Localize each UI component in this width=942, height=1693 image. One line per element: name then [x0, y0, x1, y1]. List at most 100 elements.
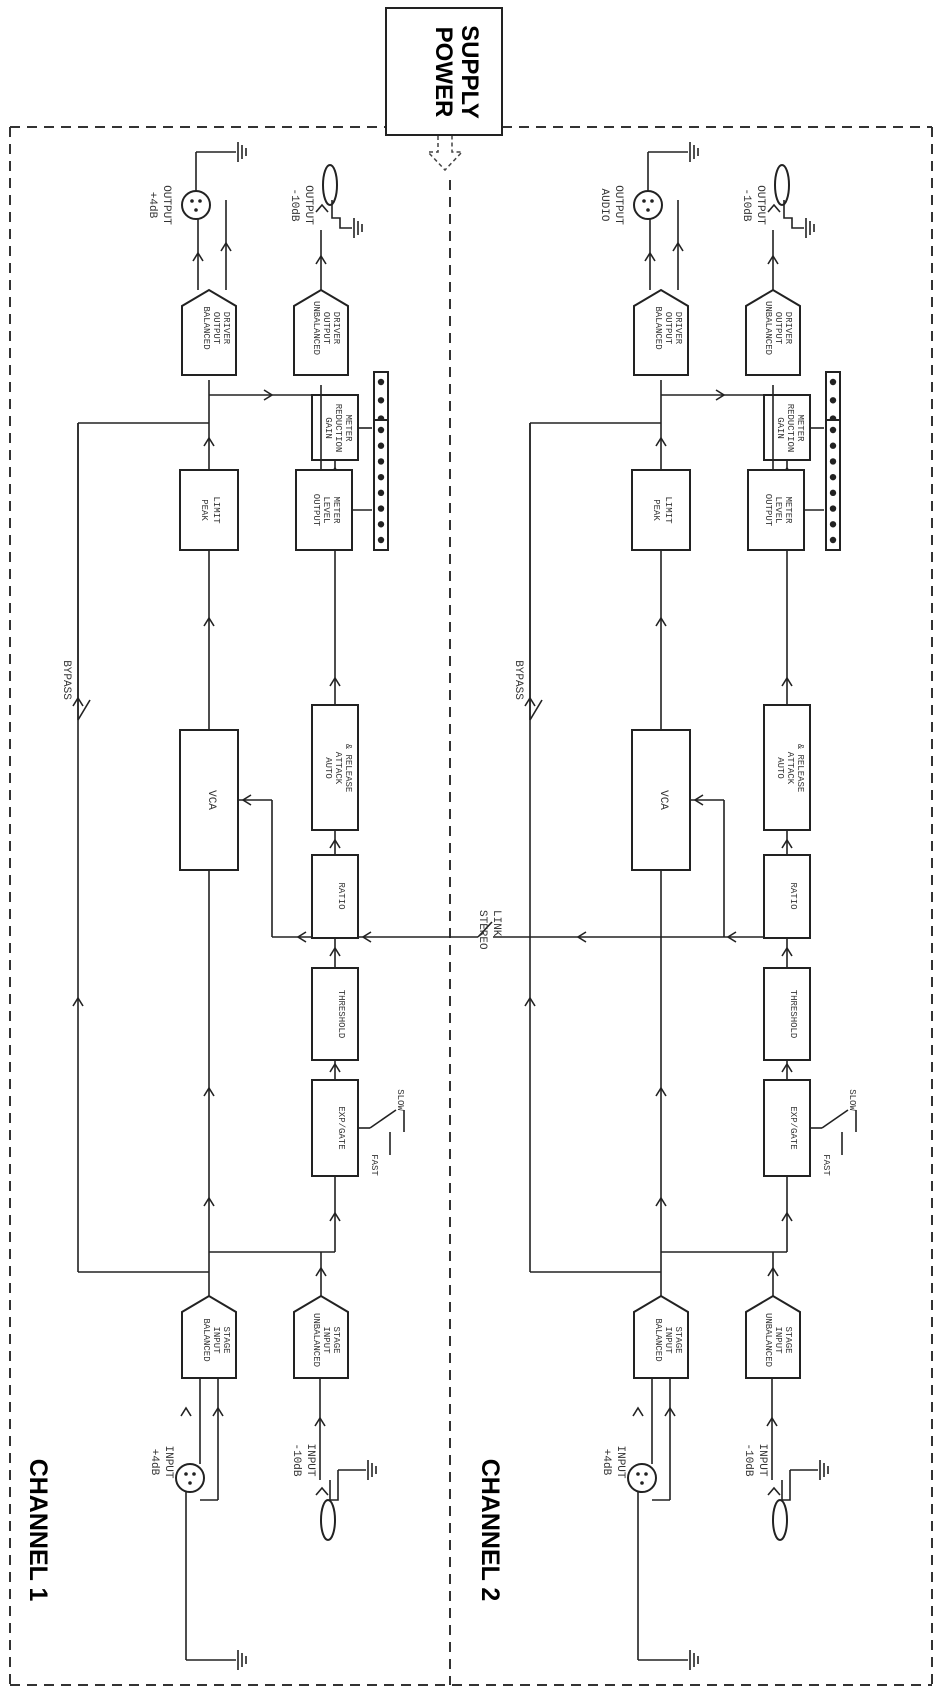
input-unbal-label: INPUT	[756, 1443, 768, 1476]
led-icon	[829, 442, 837, 449]
led-icon	[377, 473, 385, 481]
bypass-label: BYPASS	[60, 660, 72, 700]
unbal-out-label: OUTPUT	[321, 312, 331, 345]
ratio-box	[763, 854, 811, 939]
unbal-out-label: DRIVER	[783, 312, 793, 345]
channel-title: CHANNEL 1	[24, 1459, 52, 1602]
bal-input-label: BALANCED	[653, 1318, 663, 1361]
led-icon	[829, 397, 837, 404]
out-meter-label: METER	[331, 496, 341, 524]
bal-input-label: STAGE	[673, 1326, 683, 1353]
output-level-meter-box	[295, 469, 353, 551]
threshold-box	[763, 967, 811, 1061]
ratio-box	[311, 854, 359, 939]
output-unbal-label: OUTPUT	[302, 185, 314, 225]
threshold-label: THRESHOLD	[336, 990, 346, 1039]
bal-out-label: BALANCED	[653, 306, 663, 349]
led-icon	[377, 378, 385, 386]
auto-label: ATTACK	[785, 752, 795, 785]
unbalanced-input-stage	[293, 1294, 349, 1379]
out-meter-label: LEVEL	[773, 496, 783, 523]
output-unbal-label: -10dB	[740, 188, 752, 221]
peak-label: LIMIT	[663, 496, 673, 524]
output-level-led-meter	[825, 419, 841, 551]
jack-contact-icon	[315, 200, 352, 229]
input-unbal-label: -10dB	[742, 1443, 754, 1476]
led-icon	[377, 442, 385, 449]
stereo-link-label-2: LINK	[490, 910, 502, 937]
peak-limit-box	[631, 469, 691, 551]
output-bal-label: OUTPUT	[612, 185, 624, 225]
unbal-out-label: UNBALANCED	[311, 301, 321, 355]
auto-label: ATTACK	[333, 752, 343, 785]
jack-contact-icon	[767, 200, 804, 229]
ground-icon	[367, 1460, 377, 1480]
led-icon	[829, 426, 837, 434]
slow-label: SLOW	[395, 1089, 405, 1111]
led-icon	[377, 397, 385, 404]
fast-label: FAST	[369, 1154, 379, 1176]
bypass-label: BYPASS	[512, 660, 524, 700]
gain-meter-label: METER	[343, 414, 353, 442]
peak-label: PEAK	[199, 499, 209, 521]
led-icon	[377, 536, 385, 544]
led-icon	[377, 505, 385, 512]
slow-label: SLOW	[847, 1089, 857, 1111]
xlr-input-icon	[627, 1463, 657, 1493]
led-icon	[377, 489, 385, 497]
gain-meter-label: REDUCTION	[333, 404, 343, 453]
bal-input-label: BALANCED	[201, 1318, 211, 1361]
unbal-input-label: STAGE	[783, 1326, 793, 1353]
threshold-label: THRESHOLD	[788, 990, 798, 1039]
output-unbal-label: OUTPUT	[754, 185, 766, 225]
led-icon	[829, 536, 837, 544]
bal-out-label: OUTPUT	[663, 312, 673, 345]
unbal-input-label: UNBALANCED	[763, 1313, 773, 1367]
output-bal-label: OUTPUT	[160, 185, 172, 225]
ground-icon	[689, 142, 699, 162]
gain-meter-label: GAIN	[775, 417, 785, 439]
peak-label: PEAK	[651, 499, 661, 521]
jack-output-icon	[322, 164, 338, 206]
peak-limit-box	[179, 469, 239, 551]
jack-input-icon	[772, 1499, 788, 1541]
ground-icon	[237, 142, 247, 162]
input-bal-label: +4dB	[600, 1449, 612, 1476]
out-meter-label: LEVEL	[321, 496, 331, 523]
bal-out-label: BALANCED	[201, 306, 211, 349]
led-icon	[377, 458, 385, 465]
auto-label: AUTO	[775, 757, 785, 779]
output-unbal-label: -10dB	[288, 188, 300, 221]
output-bal-label: +4dB	[146, 192, 158, 219]
unbal-out-label: DRIVER	[331, 312, 341, 345]
stereo-link-label-1: STEREO	[476, 910, 488, 950]
xlr-input-icon	[175, 1463, 205, 1493]
unbal-input-label: STAGE	[331, 1326, 341, 1353]
balanced-output-driver	[633, 288, 689, 376]
expgate-label: EXP/GATE	[788, 1106, 798, 1149]
input-bal-label: +4dB	[148, 1449, 160, 1476]
ratio-label: RATIO	[336, 882, 346, 909]
out-meter-label: OUTPUT	[763, 494, 773, 527]
gain-meter-label: GAIN	[323, 417, 333, 439]
gain-reduction-meter-box	[311, 394, 359, 461]
expgate-box	[311, 1079, 359, 1177]
bal-out-label: DRIVER	[221, 312, 231, 345]
power-arrow-icon	[426, 136, 464, 172]
unbal-out-label: OUTPUT	[773, 312, 783, 345]
auto-attack-release-box	[311, 704, 359, 831]
led-icon	[377, 426, 385, 434]
ground-icon	[689, 1650, 699, 1670]
ratio-label: RATIO	[788, 882, 798, 909]
ground-icon	[237, 1650, 247, 1670]
expgate-label: EXP/GATE	[336, 1106, 346, 1149]
jack-contact-icon	[767, 1470, 791, 1501]
input-unbal-label: INPUT	[304, 1443, 316, 1476]
auto-label: & RELEASE	[343, 744, 353, 793]
auto-label: & RELEASE	[795, 744, 805, 793]
input-unbal-label: -10dB	[290, 1443, 302, 1476]
led-icon	[829, 458, 837, 465]
output-level-led-meter	[373, 419, 389, 551]
balanced-output-driver	[181, 288, 237, 376]
